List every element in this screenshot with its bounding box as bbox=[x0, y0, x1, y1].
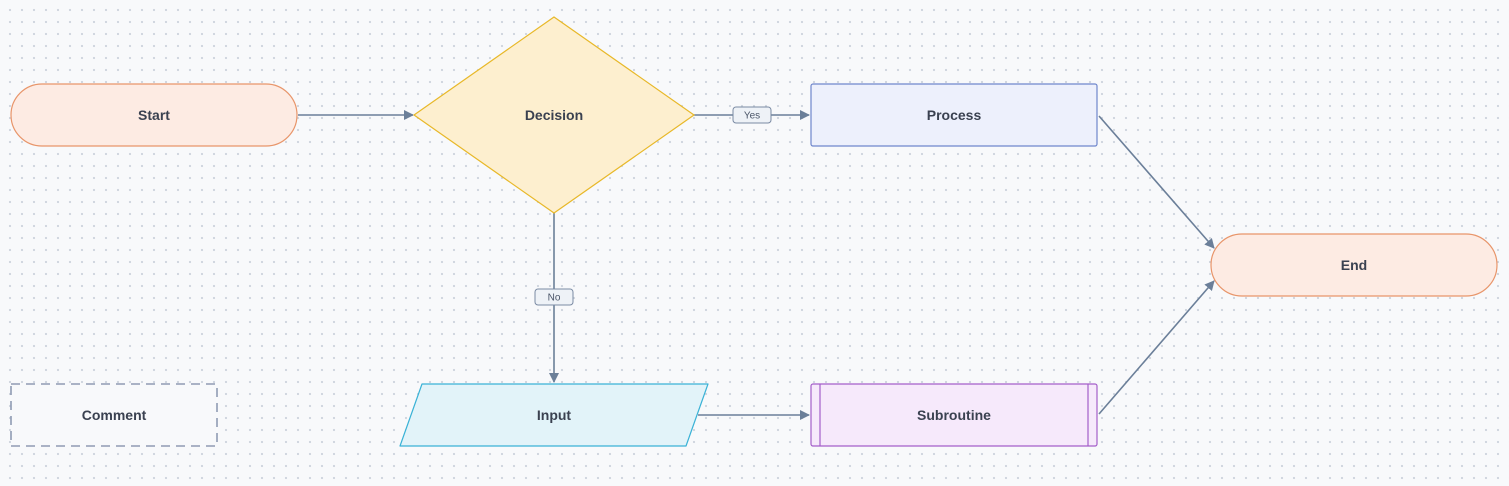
end-node-shape bbox=[1210, 233, 1498, 297]
edge-label-no-text: No bbox=[548, 293, 561, 304]
subroutine-node[interactable]: Subroutine bbox=[810, 383, 1098, 447]
end-node[interactable]: End bbox=[1210, 233, 1498, 297]
comment-node-label: Comment bbox=[82, 407, 147, 423]
subroutine-node-shape bbox=[810, 383, 1098, 447]
comment-node[interactable]: Comment bbox=[10, 383, 218, 447]
decision-node-label: Decision bbox=[525, 107, 583, 123]
edges-layer: Yes No bbox=[298, 106, 1215, 420]
input-node-shape bbox=[399, 383, 709, 447]
edge-label-yes-text: Yes bbox=[744, 111, 760, 122]
start-node-shape bbox=[10, 83, 298, 147]
start-node-label: Start bbox=[138, 107, 170, 123]
edge-label-no[interactable]: No bbox=[534, 288, 574, 306]
start-node[interactable]: Start bbox=[10, 83, 298, 147]
decision-node[interactable]: Decision bbox=[412, 16, 696, 214]
comment-node-shape bbox=[10, 383, 218, 447]
decision-node-shape bbox=[412, 16, 696, 214]
input-node-label: Input bbox=[537, 407, 572, 423]
edge-label-no-box bbox=[534, 288, 574, 306]
process-node[interactable]: Process bbox=[810, 83, 1098, 147]
edge-subroutine-to-end[interactable] bbox=[1098, 280, 1215, 415]
process-node-shape bbox=[810, 83, 1098, 147]
input-node[interactable]: Input bbox=[399, 383, 709, 447]
subroutine-node-label: Subroutine bbox=[917, 407, 991, 423]
edge-label-yes-box bbox=[732, 106, 772, 124]
edge-label-yes[interactable]: Yes bbox=[732, 106, 772, 124]
nodes-layer: Start Decision Process End Input Subrout… bbox=[10, 16, 1498, 447]
process-node-label: Process bbox=[927, 107, 982, 123]
edge-process-to-end[interactable] bbox=[1098, 115, 1215, 249]
end-node-label: End bbox=[1341, 257, 1367, 273]
